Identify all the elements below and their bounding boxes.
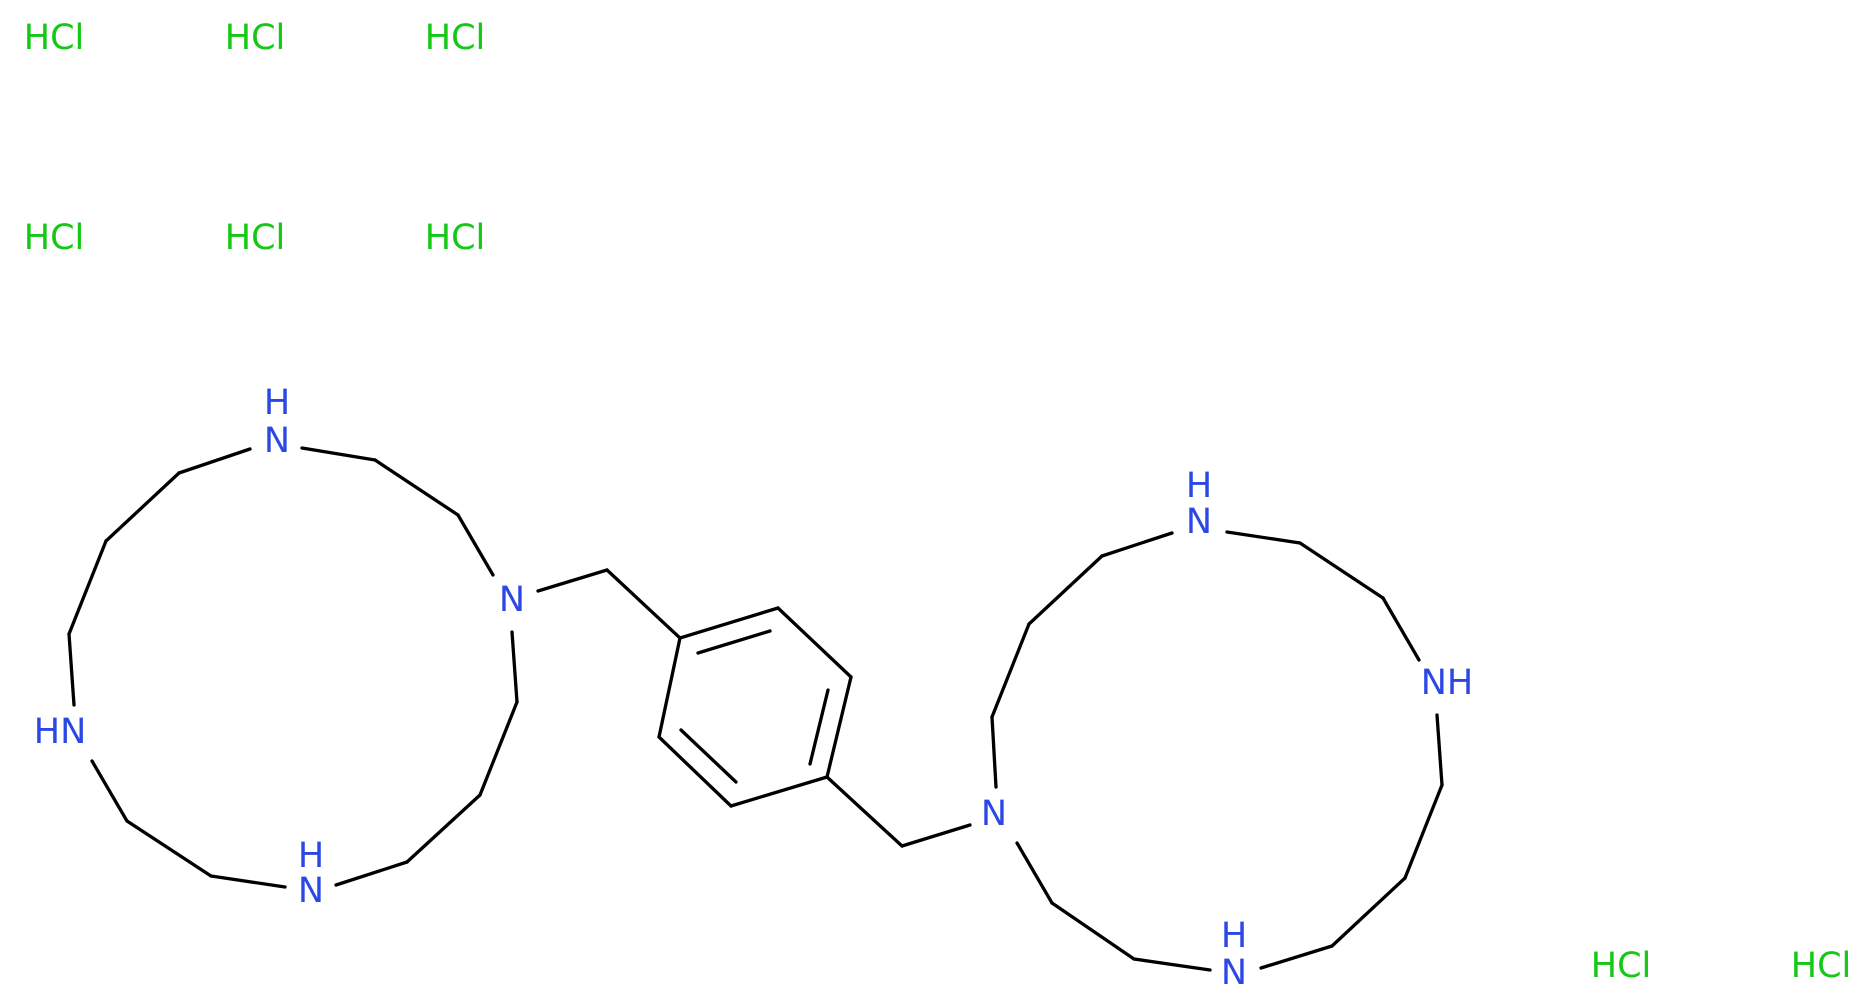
bond	[729, 775, 829, 808]
bond	[808, 688, 830, 766]
bond	[373, 458, 460, 517]
bond	[657, 735, 733, 808]
atom-label-nitrogen: N	[298, 871, 324, 911]
bond	[67, 539, 108, 636]
counterions: HCl HCl HCl HCl HCl HCl HCl HCl	[24, 18, 1851, 986]
hcl-label: HCl	[1791, 946, 1851, 986]
hcl-label: HCl	[1591, 946, 1651, 986]
bond	[1132, 957, 1212, 972]
bond	[1100, 531, 1174, 558]
bond	[90, 759, 129, 823]
atom-label-nitrogen: N	[499, 580, 525, 620]
hcl-label: HCl	[225, 18, 285, 58]
bond	[1015, 841, 1054, 905]
atom-label-hydrogen: H	[264, 383, 290, 423]
bond	[334, 860, 409, 887]
hcl-label: HCl	[24, 218, 84, 258]
bond	[1259, 944, 1334, 970]
bond	[456, 513, 495, 577]
atom-label-amine: HN	[34, 712, 87, 752]
bond	[510, 630, 519, 704]
bonds	[67, 446, 1444, 972]
hcl-label: HCl	[425, 18, 485, 58]
bond	[990, 622, 1031, 719]
bond	[1435, 713, 1444, 787]
bond	[300, 446, 377, 462]
atom-label-nitrogen: N	[264, 421, 290, 461]
bond	[825, 775, 904, 848]
bond	[1225, 530, 1302, 545]
bond	[990, 715, 998, 789]
bond	[177, 447, 252, 475]
bond	[825, 675, 853, 779]
bond	[209, 874, 287, 889]
bond	[900, 823, 972, 848]
bond	[1298, 541, 1385, 600]
bond	[104, 471, 181, 543]
bond	[125, 819, 213, 878]
atom-label-hydrogen: H	[298, 836, 324, 876]
bond	[1050, 901, 1136, 961]
bond	[776, 606, 853, 679]
atom-label-nitrogen: N	[1221, 953, 1247, 993]
atom-label-hydrogen: H	[1186, 466, 1212, 506]
bond	[605, 568, 682, 640]
atom-label-nitrogen: N	[1186, 502, 1212, 542]
bond	[478, 700, 519, 797]
hcl-label: HCl	[24, 18, 84, 58]
atom-label-amine: NH	[1421, 663, 1474, 703]
atom-labels: H N N HN H N H N NH N H N	[34, 383, 1474, 993]
hcl-label: HCl	[225, 218, 285, 258]
bond	[1027, 554, 1104, 626]
bond	[536, 568, 609, 593]
atom-label-hydrogen: H	[1221, 916, 1247, 956]
atom-label-nitrogen: N	[981, 794, 1007, 834]
bond	[405, 793, 482, 864]
bond	[679, 728, 738, 784]
bond	[1330, 876, 1407, 948]
bond	[657, 636, 682, 739]
bond	[696, 629, 772, 655]
hcl-label: HCl	[425, 218, 485, 258]
bond	[67, 632, 76, 707]
bond	[1381, 596, 1421, 662]
bond	[1403, 783, 1444, 880]
bond	[678, 606, 780, 640]
